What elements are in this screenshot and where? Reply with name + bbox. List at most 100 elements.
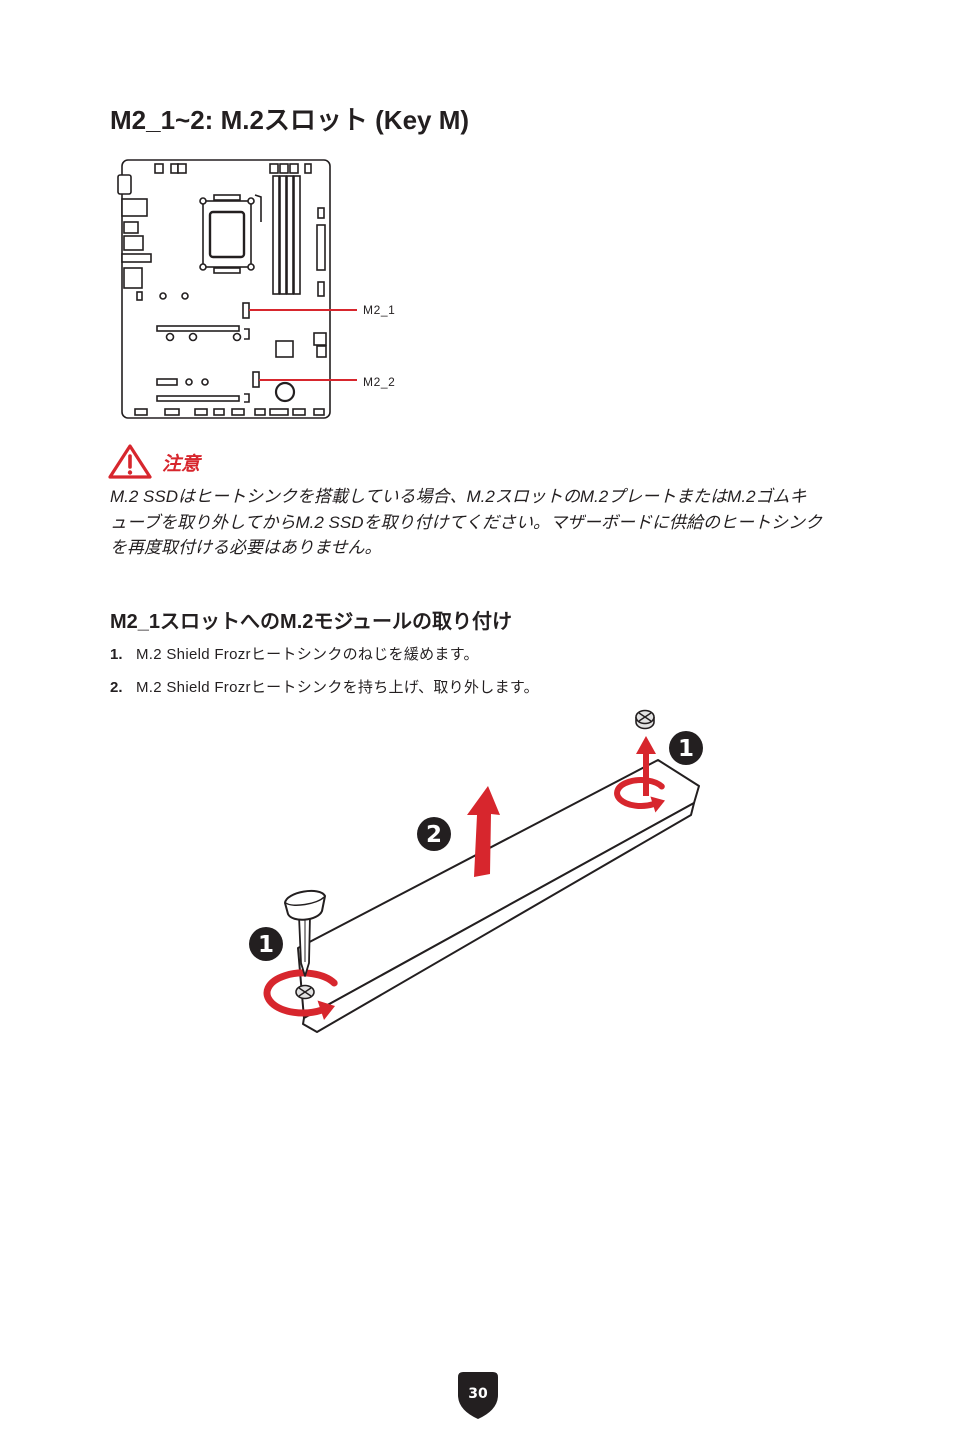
header bbox=[177, 163, 187, 174]
step-badge: 2 bbox=[417, 817, 451, 851]
lift-arrow-icon bbox=[467, 786, 500, 877]
cpu-socket bbox=[199, 194, 262, 274]
socket-bracket-bottom bbox=[213, 267, 241, 274]
motherboard-diagram: M2_1 M2_2 bbox=[117, 159, 395, 419]
socket-center bbox=[208, 210, 246, 259]
mounting-hole bbox=[181, 292, 189, 300]
io-port bbox=[121, 253, 152, 263]
socket-screw bbox=[247, 197, 255, 205]
badge-number: 1 bbox=[678, 736, 694, 762]
header bbox=[289, 163, 299, 174]
badge-circle bbox=[249, 927, 283, 961]
caution-text-line: ューブを取り外してからM.2 SSDを取り付けてください。マザーボードに供給のヒ… bbox=[110, 513, 822, 532]
mounting-hole bbox=[201, 378, 209, 386]
mounting-hole bbox=[159, 292, 167, 300]
header bbox=[194, 408, 208, 416]
mounting-hole bbox=[188, 332, 198, 342]
slot-latch bbox=[244, 328, 250, 340]
jumper bbox=[136, 291, 143, 301]
socket-screw bbox=[247, 263, 255, 271]
m2-1-label: M2_1 bbox=[363, 303, 395, 317]
screwdriver-handle bbox=[284, 889, 326, 921]
header bbox=[313, 332, 327, 346]
header bbox=[313, 408, 325, 416]
screwdriver-handle-cap bbox=[285, 896, 325, 906]
step-badge: 1 bbox=[669, 731, 703, 765]
header bbox=[154, 163, 164, 174]
rotate-arrow-head bbox=[317, 1000, 335, 1020]
header bbox=[269, 408, 289, 416]
header bbox=[170, 163, 179, 174]
badge-number: 1 bbox=[258, 932, 274, 958]
header bbox=[213, 408, 225, 416]
badge-circle bbox=[417, 817, 451, 851]
rotate-arrow-icon bbox=[263, 969, 338, 1020]
header bbox=[316, 345, 327, 358]
socket-screw bbox=[199, 197, 207, 205]
caution-text-line: M.2 SSDはヒートシンクを搭載している場合、M.2スロットのM.2プレートま… bbox=[110, 487, 807, 506]
heatsink-front-edge bbox=[302, 802, 695, 1033]
step-number: 1. bbox=[110, 646, 123, 663]
io-port bbox=[121, 198, 148, 217]
step-text: M.2 Shield Frozrヒートシンクを持ち上げ、取り外します。 bbox=[136, 679, 539, 696]
m2-2-label: M2_2 bbox=[363, 375, 395, 389]
socket-bracket-top bbox=[213, 194, 241, 201]
header bbox=[304, 163, 312, 174]
screw-slot bbox=[298, 987, 312, 997]
dimm-slot bbox=[279, 175, 287, 295]
header bbox=[317, 281, 325, 297]
rotate-arrow-head bbox=[650, 796, 665, 813]
m2-2-slot bbox=[252, 371, 260, 388]
rotate-arrow-arc bbox=[614, 777, 665, 810]
warning-triangle-icon bbox=[108, 444, 152, 479]
dimm-slots bbox=[272, 175, 301, 295]
header bbox=[317, 207, 325, 219]
screw-removal-arrow-icon bbox=[636, 736, 656, 796]
exclamation-dot bbox=[127, 470, 133, 475]
mounting-hole bbox=[185, 378, 193, 386]
pcie-slot-1 bbox=[156, 325, 240, 332]
page-number-badge: 30 bbox=[458, 1372, 498, 1419]
section-heading: M2_1スロットへのM.2モジュールの取り付け bbox=[110, 611, 512, 633]
m2-heatsink-plate bbox=[297, 759, 700, 1033]
page-number: 30 bbox=[468, 1386, 488, 1402]
board-details bbox=[136, 291, 296, 403]
socket-lever bbox=[254, 194, 262, 222]
right-edge-headers bbox=[313, 207, 327, 358]
header bbox=[279, 163, 289, 174]
screwdriver-icon bbox=[284, 889, 326, 977]
heatsink-removal-illustration: 1 2 1 bbox=[249, 709, 703, 1033]
page-number-shield bbox=[458, 1372, 498, 1419]
slot-latch bbox=[244, 393, 250, 403]
mounting-hole bbox=[232, 332, 242, 342]
rotate-arrow-icon bbox=[614, 777, 665, 813]
caution-label: 注意 bbox=[162, 454, 201, 475]
screw-slot bbox=[638, 712, 652, 722]
battery bbox=[274, 381, 296, 403]
rear-io-connectors bbox=[117, 174, 152, 289]
mounting-hole bbox=[165, 332, 175, 342]
page-title: M2_1~2: M.2スロット (Key M) bbox=[110, 105, 470, 135]
removed-screw-icon bbox=[635, 709, 655, 730]
socket-screw bbox=[199, 263, 207, 271]
io-port bbox=[117, 174, 132, 195]
screw-icon bbox=[295, 984, 315, 1000]
step-badge: 1 bbox=[249, 927, 283, 961]
top-headers bbox=[154, 163, 312, 174]
header bbox=[269, 163, 279, 174]
step-text: M.2 Shield Frozrヒートシンクのねじを緩めます。 bbox=[136, 646, 479, 663]
atx-power-connector bbox=[316, 224, 326, 271]
header bbox=[164, 408, 180, 416]
rotate-arrow-arc bbox=[263, 969, 338, 1017]
pcie-slot-2 bbox=[156, 395, 240, 402]
io-port bbox=[123, 235, 144, 251]
header bbox=[254, 408, 266, 416]
bottom-headers bbox=[134, 408, 325, 416]
io-port bbox=[123, 267, 143, 289]
badge-number: 2 bbox=[426, 822, 442, 848]
header bbox=[134, 408, 148, 416]
header bbox=[231, 408, 245, 416]
step-number: 2. bbox=[110, 679, 123, 696]
badge-circle bbox=[669, 731, 703, 765]
